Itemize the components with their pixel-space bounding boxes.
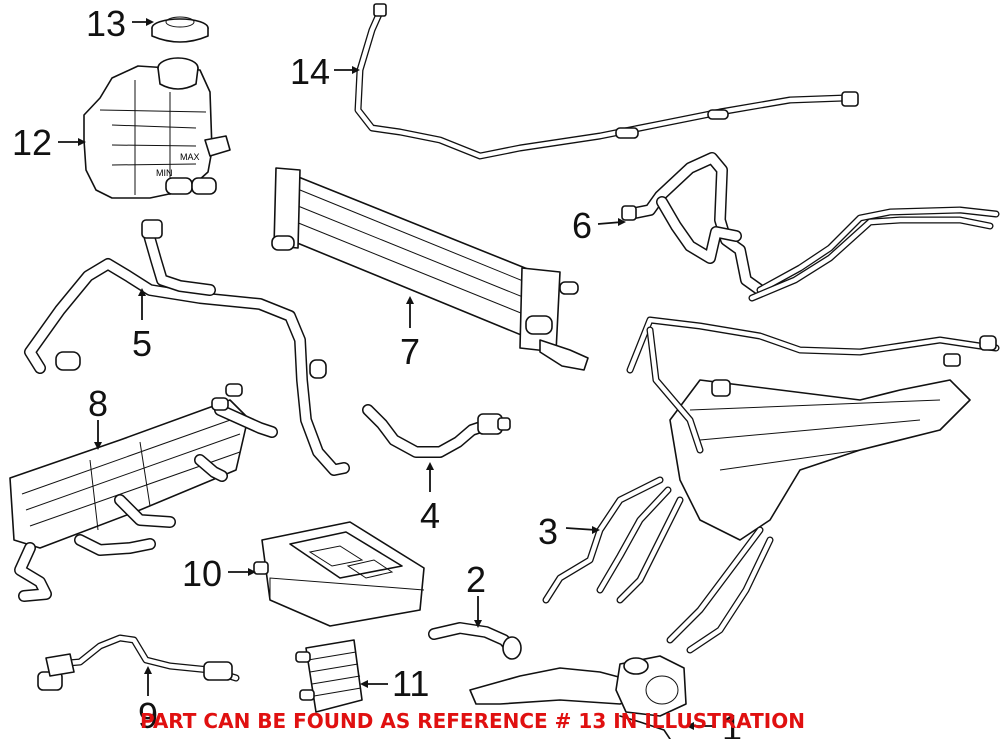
callout-8: 8 xyxy=(88,383,108,424)
reference-notice: PART CAN BE FOUND AS REFERENCE # 13 IN I… xyxy=(140,709,805,733)
heater-hose-5 xyxy=(24,219,350,476)
coolant-tube-9 xyxy=(37,634,240,691)
callout-4: 4 xyxy=(420,495,440,536)
hose-assembly-6 xyxy=(621,152,1000,302)
reservoir-min-mark: MIN xyxy=(156,168,173,178)
plate-cooler-11 xyxy=(295,639,363,713)
reservoir-max-mark: MAX xyxy=(180,152,200,162)
water-pump-1 xyxy=(469,655,687,739)
callout-10: 10 xyxy=(182,553,222,594)
callout-arrowheads xyxy=(78,18,694,730)
callout-12: 12 xyxy=(12,122,52,163)
coolant-tube-14 xyxy=(354,3,859,160)
callout-9: 9 xyxy=(138,695,158,736)
callout-5: 5 xyxy=(132,323,152,364)
control-module-10 xyxy=(253,521,425,627)
callout-11: 11 xyxy=(392,663,429,704)
radiator xyxy=(271,167,589,371)
callout-7: 7 xyxy=(400,331,420,372)
callout-6: 6 xyxy=(572,205,592,246)
callout-numbers: 13 12 14 6 5 7 8 4 3 10 2 11 9 1 xyxy=(12,3,742,739)
callout-1: 1 xyxy=(722,707,742,739)
callout-2: 2 xyxy=(466,559,486,600)
coolant-manifold-8 xyxy=(9,383,278,602)
hose-2 xyxy=(428,622,522,660)
reservoir-cap xyxy=(151,16,209,43)
arrow-3 xyxy=(565,527,597,531)
hose-4 xyxy=(362,404,511,458)
hose-harness-3 xyxy=(542,316,1000,654)
coolant-reservoir: MAX MIN xyxy=(83,57,231,199)
callout-14: 14 xyxy=(290,51,330,92)
callout-13: 13 xyxy=(86,3,126,44)
callout-3: 3 xyxy=(538,511,558,552)
